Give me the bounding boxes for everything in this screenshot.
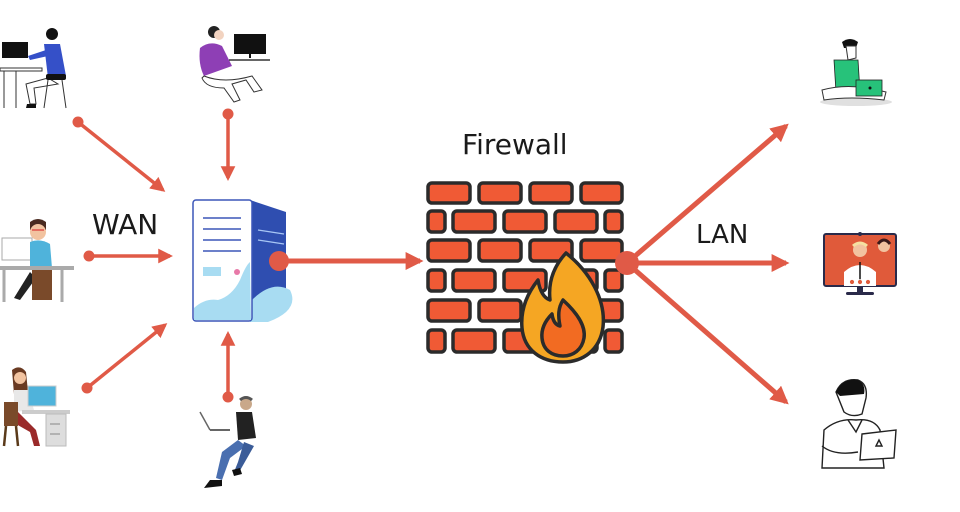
- lan-label: LAN: [696, 220, 749, 250]
- arrow-headset-to-server: [220, 108, 236, 181]
- lan-video-call-monitor-icon: [823, 232, 897, 295]
- arrow-firewall-to-lan-bottom: [625, 261, 789, 405]
- server-icon: [192, 199, 293, 322]
- lan-user-laptop-sketch-icon: [821, 379, 897, 469]
- arrow-desk-blue-to-server: [72, 116, 166, 192]
- wan-user-headset-purple-icon: [199, 26, 270, 103]
- wan-user-desk-cyan-icon: [0, 219, 74, 302]
- arrow-firewall-to-lan-top: [625, 123, 789, 265]
- wan-user-desk-blue-icon: [0, 28, 67, 109]
- arrow-laptop-sitting-to-server: [220, 331, 236, 403]
- arrow-desk-cyan-to-server: [83, 248, 173, 264]
- arrow-woman-desk-to-server: [81, 323, 168, 394]
- lan-arrows: [615, 123, 790, 405]
- wan-arrows: [72, 108, 236, 403]
- lan-user-laptop-green-icon: [820, 39, 892, 106]
- wan-user-woman-desk-icon: [2, 367, 70, 447]
- firewall-icon: [426, 181, 624, 364]
- wan-user-laptop-sitting-icon: [199, 396, 256, 488]
- firewall-label: Firewall: [462, 128, 568, 161]
- wan-label: WAN: [92, 208, 159, 241]
- flame-icon: [520, 251, 606, 364]
- arrow-server-to-firewall: [269, 251, 424, 271]
